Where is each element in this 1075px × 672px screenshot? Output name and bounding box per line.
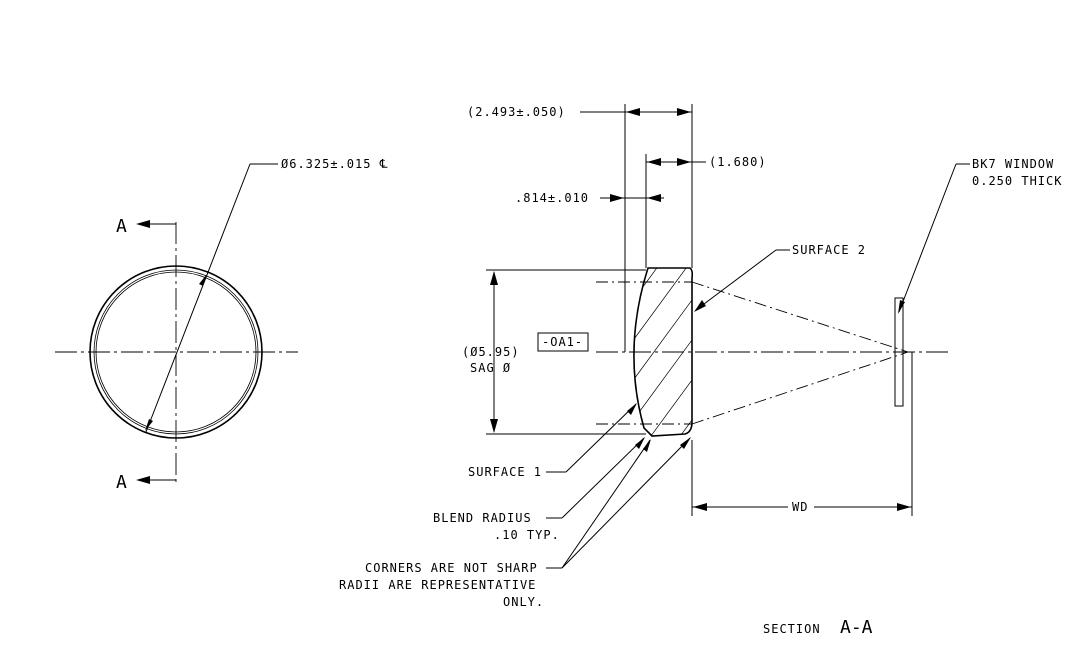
wd-arrow-right [897, 503, 911, 511]
window-line2: 0.250 THICK [972, 174, 1062, 188]
front-view: A A Ø6.325±.015 ℄ [55, 157, 388, 493]
lens-inner-circle-1 [93, 269, 259, 435]
overall-thickness-arrow-right [677, 108, 691, 116]
surface-2-label: SURFACE 2 [792, 243, 866, 257]
diameter-label: Ø6.325±.015 ℄ [281, 157, 388, 171]
window-leader [898, 163, 957, 313]
blend-radius-leader [561, 437, 645, 519]
ray-lower [691, 351, 909, 425]
surface-2-arrow [694, 300, 706, 312]
overall-thickness-arrow-left [626, 108, 640, 116]
section-title-word: SECTION [763, 622, 821, 636]
blend-radius-line2: .10 TYP. [494, 528, 560, 542]
section-mark-bottom: A [116, 472, 127, 493]
window-line1: BK7 WINDOW [972, 157, 1054, 171]
corners-note-line2: RADII ARE REPRESENTATIVE [339, 578, 536, 592]
section-mark-top: A [116, 216, 127, 237]
overall-thickness-label: (2.493±.050) [467, 105, 566, 119]
blend-radius-line1: BLEND RADIUS [433, 511, 532, 525]
corners-arrow-2 [680, 437, 691, 449]
sag-arrow-bottom [490, 419, 498, 433]
blend-radius-arrow [635, 437, 645, 449]
lens-section-outline [633, 267, 694, 437]
lens-inner-circle-2 [95, 271, 257, 433]
corners-leader-2 [561, 437, 691, 569]
edge-thickness-arrow-left [610, 194, 624, 202]
back-dim-label: (1.680) [709, 155, 767, 169]
section-cut-top-arrow [136, 220, 150, 228]
sag-diameter-line1: (Ø5.95) [462, 345, 520, 359]
corners-leader-1 [561, 439, 651, 569]
ray-upper [691, 281, 909, 353]
edge-thickness-arrow-right [647, 194, 661, 202]
section-cut-bottom-arrow [136, 476, 150, 484]
surface-1-label: SURFACE 1 [468, 465, 542, 479]
datum-box [537, 332, 589, 352]
diameter-arrow-lower [145, 419, 153, 431]
surface-2-leader [695, 249, 777, 311]
lens-outer-circle [89, 265, 263, 439]
datum-label: -OA1- [542, 335, 583, 349]
corners-note-line1: CORNERS ARE NOT SHARP [365, 561, 538, 575]
wd-arrow-left [693, 503, 707, 511]
corners-note-line3: ONLY. [503, 595, 544, 609]
sag-arrow-top [490, 271, 498, 285]
diameter-leader [145, 163, 251, 433]
surface-1-leader [565, 403, 637, 473]
wd-label: WD [792, 500, 808, 514]
back-dim-arrow-right [677, 158, 691, 166]
bk7-window [894, 297, 904, 407]
sag-diameter-line2: SAG Ø [470, 361, 511, 375]
surface-1-arrow [627, 403, 637, 415]
window-arrow [898, 300, 905, 314]
corners-arrow-1 [643, 439, 651, 452]
diameter-arrow-upper [199, 274, 207, 286]
lens-hatching [633, 268, 693, 436]
edge-thickness-label: .814±.010 [515, 191, 589, 205]
section-title-mark: A-A [840, 617, 873, 638]
section-view: (Ø5.95) SAG Ø -OA1- (2.493±.050) (1.680)… [339, 104, 1062, 638]
back-dim-arrow-left [647, 158, 661, 166]
